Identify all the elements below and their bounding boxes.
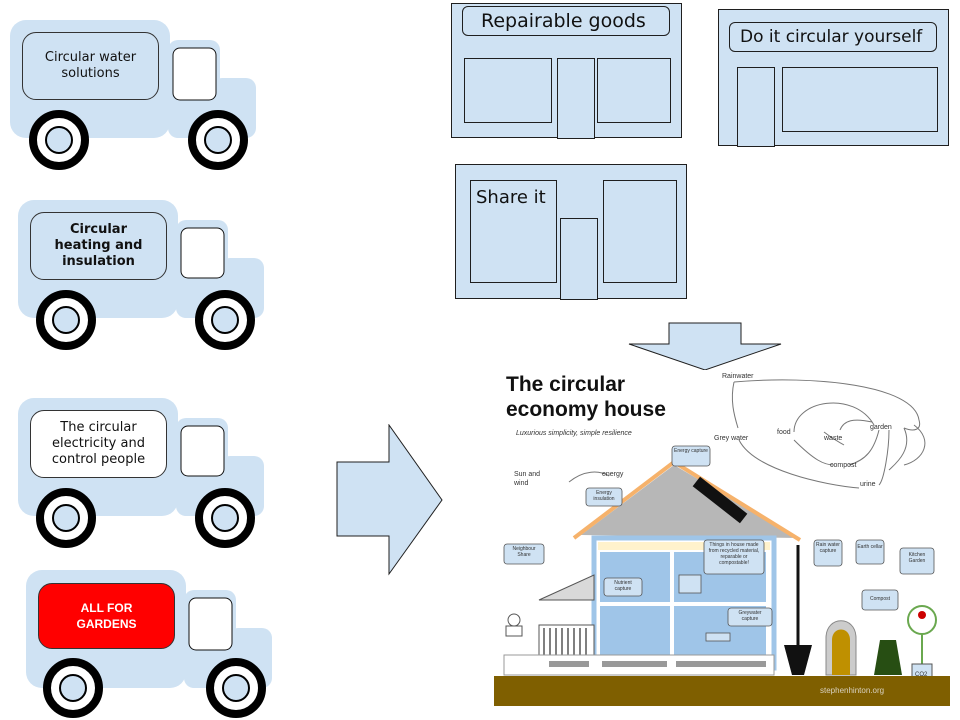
label-co2: CO2 xyxy=(915,672,928,678)
callout-nutrient-capture: Nutrient capture xyxy=(614,580,632,592)
label-garden: garden xyxy=(870,424,892,431)
label-rainwater: Rainwater xyxy=(722,373,754,380)
callout-neighbour-share: Neighbour Share xyxy=(512,546,536,558)
credit-text: stephenhinton.org xyxy=(820,686,885,695)
callout-energy-insulation: Energy insulation xyxy=(593,490,615,502)
truck-label: Circular heating and insulation xyxy=(30,212,167,280)
window-shape xyxy=(464,58,552,123)
window-shape: Share it xyxy=(470,180,557,283)
label-waste: waste xyxy=(824,435,843,442)
window-shape xyxy=(782,67,938,132)
right-arrow-icon xyxy=(336,424,443,576)
circular-house-illustration: The circular economy house Luxurious sim… xyxy=(494,370,950,706)
callout-rain-water-capture: Rain water capture xyxy=(816,542,840,554)
callout-greywater-capture: Greywater capture xyxy=(738,610,762,622)
repairable-goods-panel: Repairable goods xyxy=(451,3,682,139)
door-shape xyxy=(737,67,775,147)
label-compost: compost xyxy=(830,462,857,469)
diy-panel: Do it circular yourself xyxy=(718,9,949,147)
label-energy: energy xyxy=(602,471,624,478)
truck-label: ALL FOR GARDENS xyxy=(38,583,175,649)
callout-kitchen-garden: Kitchen Garden xyxy=(908,552,926,564)
share-it-panel: Share it xyxy=(455,164,687,300)
truck-gardens: ALL FOR GARDENS xyxy=(0,562,280,720)
label-food: food xyxy=(777,429,791,436)
truck-label: The circular electricity and control peo… xyxy=(30,410,167,478)
truck-water: Circular water solutions xyxy=(0,0,270,180)
truck-heating: Circular heating and insulation xyxy=(0,190,270,370)
truck-label: Circular water solutions xyxy=(22,32,159,100)
down-arrow-icon xyxy=(628,322,782,371)
panel-title: Do it circular yourself xyxy=(729,22,937,52)
house-subtitle: Luxurious simplicity, simple resilience xyxy=(516,430,632,437)
callout-energy-capture: Energy capture xyxy=(674,448,708,454)
callout-earth-cellar: Earth cellar xyxy=(857,544,883,550)
door-shape xyxy=(557,58,595,139)
callout-things-in-house: Things in house made from recycled mater… xyxy=(708,542,760,566)
label-sun-and-wind: Sun and wind xyxy=(514,471,541,487)
callout-compost: Compost xyxy=(869,596,890,602)
label-grey-water: Grey water xyxy=(714,435,749,442)
panel-title: Share it xyxy=(476,187,546,208)
door-shape xyxy=(560,218,598,300)
window-shape xyxy=(603,180,677,283)
house-title: The circular economy house xyxy=(506,373,666,421)
truck-electricity: The circular electricity and control peo… xyxy=(0,390,270,570)
window-shape xyxy=(597,58,671,123)
panel-title: Repairable goods xyxy=(462,6,670,36)
label-urine: urine xyxy=(860,481,876,488)
